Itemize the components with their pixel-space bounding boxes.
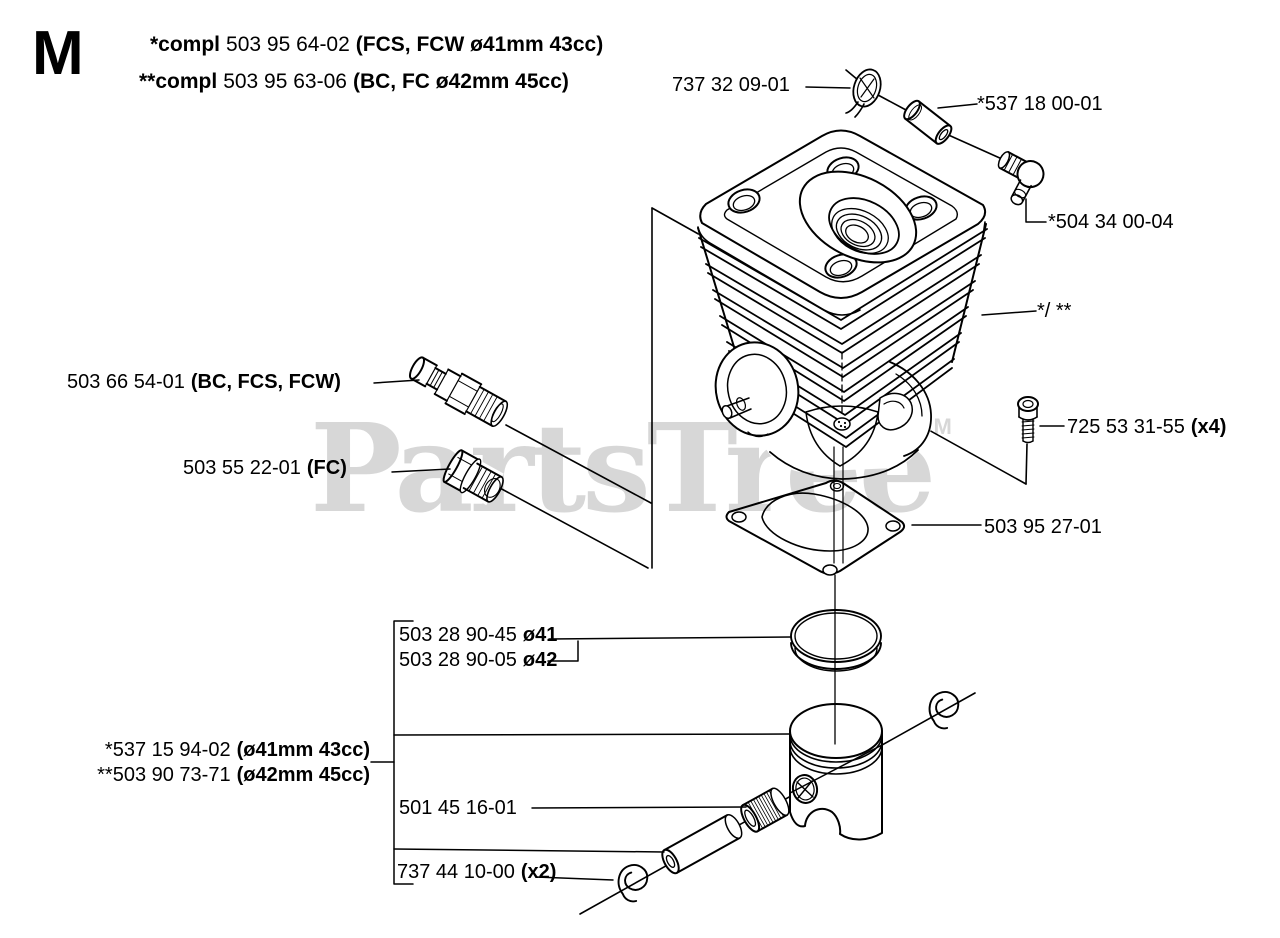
part-label-piston-42[interactable]: **503 90 73-71(ø42mm 45cc)	[97, 764, 370, 786]
leader-lines	[370, 86, 1065, 885]
part-label-plug[interactable]: 503 55 22-01(FC)	[183, 457, 347, 479]
part-label-decompression-valve[interactable]: 503 66 54-01(BC, FCS, FCW)	[67, 371, 341, 393]
spacer-sleeve-drawing	[903, 99, 953, 145]
head-gasket-drawing	[725, 446, 906, 576]
part-label-circlips[interactable]: 737 44 10-00(x2)	[397, 861, 557, 883]
piston-pin-drawing	[661, 814, 743, 875]
assembly1-qualifier: (FCS, FCW ø41mm 43cc)	[355, 33, 604, 56]
cylinder-drawing	[697, 128, 988, 480]
spark-plug-boss	[798, 170, 918, 264]
piston-drawing	[789, 703, 883, 841]
assembly1-prefix: *compl	[150, 33, 221, 56]
circlip-upper-drawing	[921, 686, 964, 733]
part-label-spacer[interactable]: *537 18 00-01	[977, 93, 1103, 115]
valve-elbow-drawing	[997, 151, 1045, 206]
part-label-circlip-top[interactable]: 737 32 09-01	[672, 74, 790, 96]
part-label-valve-elbow[interactable]: *504 34 00-04	[1048, 211, 1174, 233]
screw-drawing	[1017, 396, 1039, 444]
decompression-valve-drawing	[408, 353, 509, 429]
assembly1-number[interactable]: 503 95 64-02	[226, 33, 350, 56]
assembly2-qualifier: (BC, FC ø42mm 45cc)	[352, 70, 569, 93]
assembly2-prefix: **compl	[139, 70, 218, 93]
piston-ring-drawing	[790, 609, 882, 672]
plug-drawing	[442, 449, 504, 506]
part-label-cylinder[interactable]: */ **	[1037, 300, 1072, 322]
section-letter: M	[32, 19, 84, 88]
assembly2-number[interactable]: 503 95 63-06	[223, 70, 347, 93]
circlip-bottom-drawing	[610, 859, 653, 906]
part-label-gasket[interactable]: 503 95 27-01	[984, 516, 1102, 538]
part-label-piston-41[interactable]: *537 15 94-02(ø41mm 43cc)	[104, 739, 370, 761]
needle-bearing-drawing	[740, 787, 790, 833]
part-label-screw[interactable]: 725 53 31-55(x4)	[1067, 416, 1227, 438]
exhaust-flange	[714, 341, 800, 438]
circlip-top-drawing	[845, 68, 882, 118]
part-label-bearing[interactable]: 501 45 16-01	[399, 797, 517, 819]
